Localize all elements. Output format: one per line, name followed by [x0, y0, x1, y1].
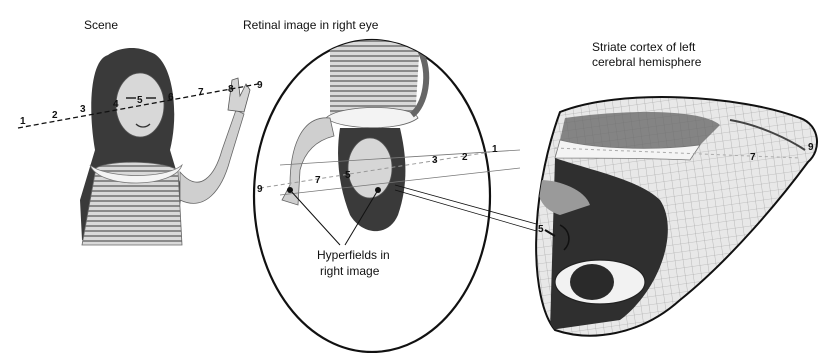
cortex-num-7: 7 — [750, 152, 756, 163]
cortex-num-5: 5 — [538, 224, 544, 235]
retina-num-1: 1 — [492, 144, 498, 155]
retina-num-7: 7 — [315, 175, 321, 186]
scene-num-1: 1 — [20, 116, 26, 127]
cortex-label-line2: cerebral hemisphere — [592, 55, 701, 69]
scene-num-2: 2 — [52, 110, 58, 121]
retina-num-9: 9 — [257, 184, 263, 195]
scene-num-8: 8 — [228, 84, 234, 95]
scene-num-5: 5 — [137, 95, 143, 106]
cortex-map — [536, 97, 817, 336]
scene-label: Scene — [84, 18, 118, 32]
retina-num-5: 5 — [345, 170, 351, 181]
scene-figure — [80, 48, 250, 245]
scene-num-7: 7 — [198, 87, 204, 98]
cortex-num-9: 9 — [808, 142, 814, 153]
retinal-image-label: Retinal image in right eye — [243, 18, 378, 32]
scene-num-9: 9 — [257, 80, 263, 91]
hyperfields-label-line2: right image — [320, 264, 379, 278]
retina-num-3: 3 — [432, 155, 438, 166]
hyperfields-label-line1: Hyperfields in — [317, 248, 390, 262]
scene-num-3: 3 — [80, 104, 86, 115]
retina-ellipse — [254, 40, 520, 352]
cortex-label-line1: Striate cortex of left — [592, 40, 695, 54]
retina-num-2: 2 — [462, 152, 468, 163]
scene-num-6: 6 — [168, 92, 174, 103]
scene-num-4: 4 — [113, 99, 119, 110]
